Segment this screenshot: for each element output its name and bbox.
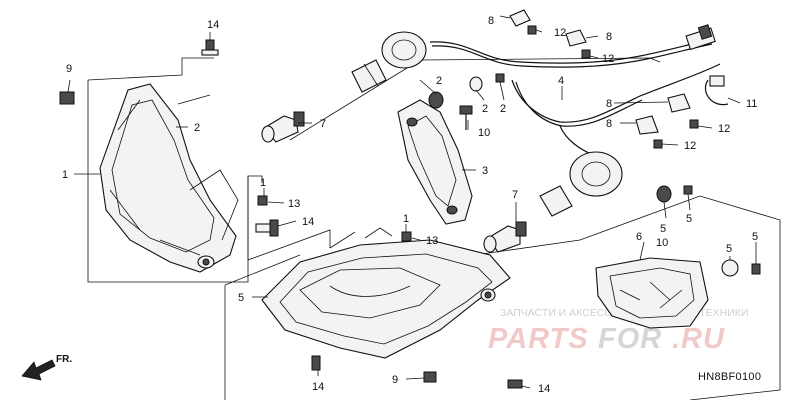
headlight-housing-left (99, 83, 239, 273)
callout-6: 6 (636, 231, 642, 243)
callout-10: 10 (478, 127, 490, 139)
callout-9: 9 (66, 63, 72, 75)
callout-3: 3 (482, 165, 488, 177)
callout-14: 14 (207, 19, 219, 31)
headlight-assembly-lower (261, 227, 511, 359)
callout-14: 14 (302, 216, 314, 228)
callout-8: 8 (606, 98, 612, 110)
callout-2: 2 (500, 103, 506, 115)
callout-12: 12 (602, 53, 614, 65)
clamps (509, 9, 729, 135)
callout-8: 8 (488, 15, 494, 27)
callout-8: 8 (606, 31, 612, 43)
leader-lines (67, 15, 757, 389)
callout-5: 5 (238, 292, 244, 304)
front-arrow-icon (21, 359, 56, 381)
callout-7: 7 (320, 118, 326, 130)
callout-2: 2 (436, 75, 442, 87)
headlight-bracket (397, 99, 473, 225)
callout-13: 13 (426, 235, 438, 247)
callout-12: 12 (718, 123, 730, 135)
bulb-upper (261, 111, 305, 143)
group-frames (87, 57, 781, 401)
callout-12: 12 (554, 27, 566, 39)
callout-13: 13 (288, 198, 300, 210)
callout-7: 7 (512, 189, 518, 201)
lower-cover (595, 257, 709, 329)
wire-harness (351, 24, 721, 217)
front-direction-indicator: FR. (21, 354, 72, 381)
watermark-brand-tld: .RU (672, 323, 725, 355)
callout-5: 5 (752, 231, 758, 243)
front-arrow-label: FR. (56, 354, 72, 365)
fasteners (59, 25, 761, 389)
callout-14: 14 (312, 381, 324, 393)
callout-1: 1 (403, 213, 409, 225)
callout-1: 1 (62, 169, 68, 181)
diagram-code: HN8BF0100 (698, 371, 761, 383)
callout-1: 1 (260, 177, 266, 189)
callout-14: 14 (538, 383, 550, 395)
callout-5: 5 (660, 223, 666, 235)
bulb-lower (483, 221, 527, 253)
callout-numbers: 1 14 9 2 2 2 2 10 7 3 4 8 12 8 12 8 8 11… (62, 15, 758, 395)
watermark-brand-parts: PARTS (488, 323, 589, 355)
callout-8: 8 (606, 118, 612, 130)
callout-11: 11 (746, 98, 757, 110)
callout-2: 2 (482, 103, 488, 115)
callout-12: 12 (684, 140, 696, 152)
callout-4: 4 (558, 75, 564, 87)
callout-9: 9 (392, 374, 398, 386)
callout-5: 5 (686, 213, 692, 225)
callout-2: 2 (194, 122, 200, 134)
callout-5: 5 (726, 243, 732, 255)
callout-10: 10 (656, 237, 668, 249)
